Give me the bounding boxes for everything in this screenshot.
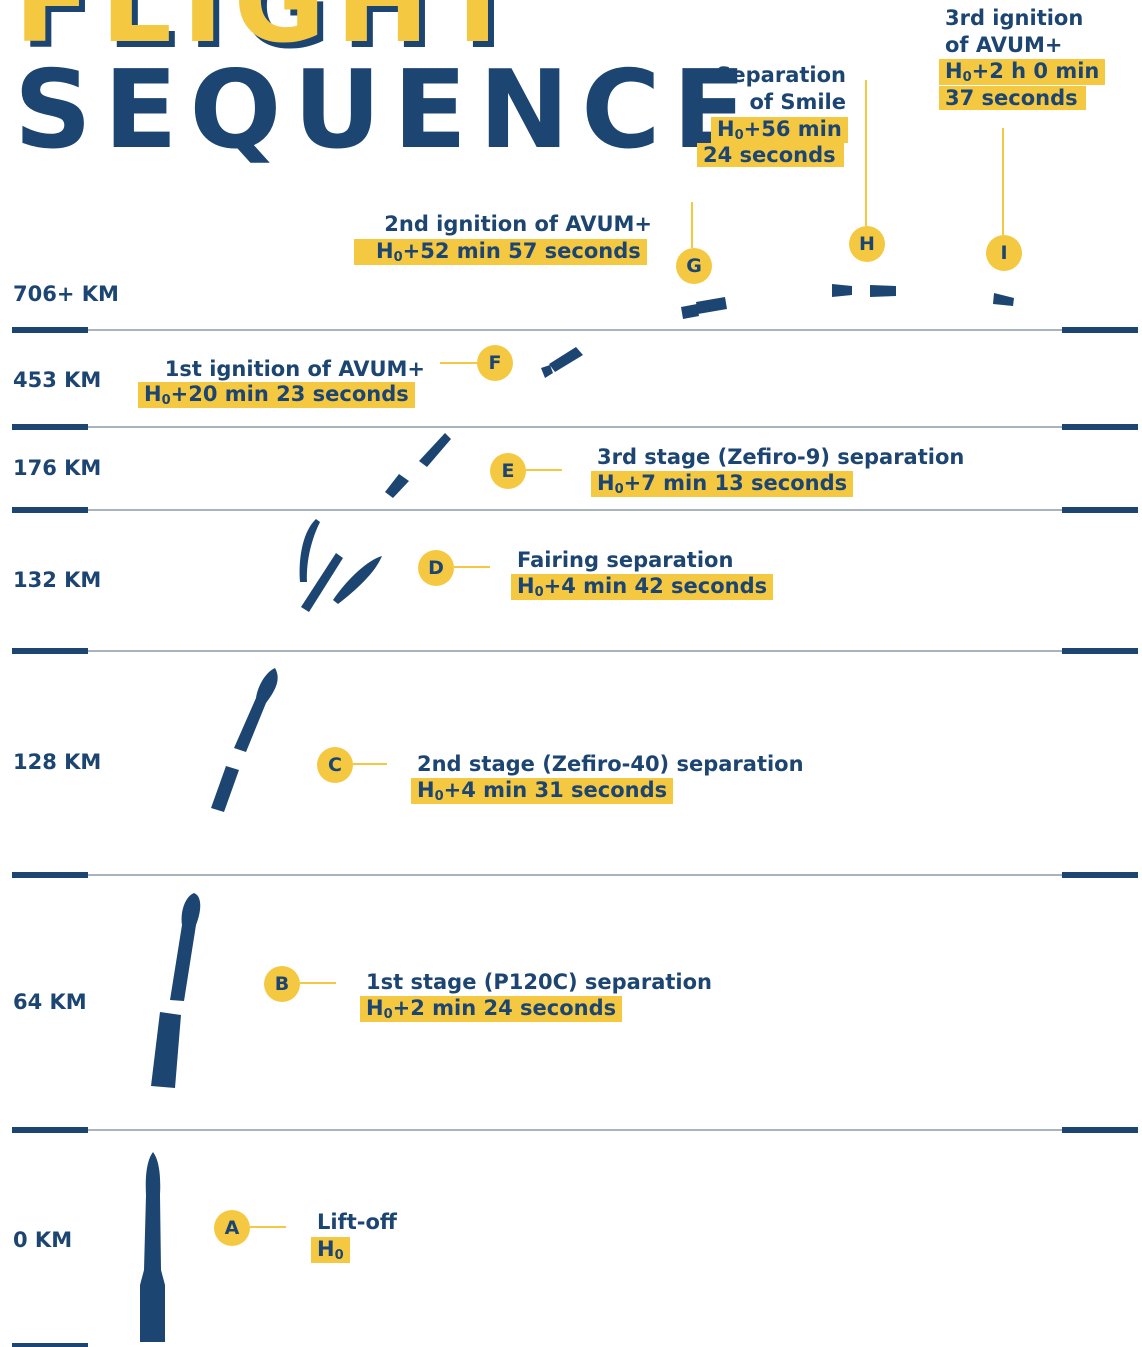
event-badge-c: C — [317, 747, 353, 783]
altitude-tick — [1062, 327, 1138, 333]
altitude-label: 128 KM — [13, 750, 102, 774]
altitude-label: 706+ KM — [13, 282, 119, 306]
event-connector — [1002, 128, 1004, 235]
altitude-line — [13, 1129, 1137, 1131]
event-connector — [300, 982, 336, 984]
altitude-tick — [1062, 507, 1138, 513]
altitude-tick — [12, 1127, 88, 1133]
rocket-stage1-separation-icon — [151, 893, 201, 1088]
event-label-stage2: 2nd stage (Zefiro-40) separation — [417, 752, 804, 776]
event-label-smile-line1: Separation — [716, 63, 846, 87]
event-badge-i: I — [986, 235, 1022, 271]
event-connector — [691, 202, 693, 248]
avum-ignition3-icon — [993, 293, 1014, 306]
rocket-stage2-separation-icon — [211, 668, 278, 812]
event-time-liftoff: H0 — [311, 1237, 350, 1263]
event-label-fairing: Fairing separation — [517, 548, 734, 572]
event-time-avum3: H0+2 h 0 min — [939, 59, 1106, 85]
event-badge-a: A — [214, 1210, 250, 1246]
event-time-stage3: H0+7 min 13 seconds — [591, 471, 854, 497]
event-badge-h: H — [849, 226, 885, 262]
event-time-smile: H0+56 min — [711, 117, 848, 143]
altitude-tick — [12, 327, 88, 333]
event-label-stage3: 3rd stage (Zefiro-9) separation — [597, 445, 965, 469]
event-connector — [454, 566, 490, 568]
altitude-label: 0 KM — [13, 1228, 73, 1252]
event-connector — [526, 469, 562, 471]
event-time-smile-line2: 24 seconds — [697, 143, 844, 167]
event-time-avum1: H0+20 min 23 seconds — [138, 382, 415, 408]
altitude-tick — [1062, 648, 1138, 654]
altitude-line — [13, 509, 1137, 511]
altitude-tick — [12, 1343, 88, 1347]
altitude-label: 64 KM — [13, 990, 87, 1014]
event-label-avum3-line2: of AVUM+ — [945, 33, 1063, 57]
event-badge-g: G — [676, 248, 712, 284]
event-time-fairing: H0+4 min 42 seconds — [511, 574, 774, 600]
event-label-smile-line2: of Smile — [749, 90, 846, 114]
avum-ignition1-icon — [541, 347, 583, 378]
altitude-label: 453 KM — [13, 368, 102, 392]
event-badge-b: B — [264, 966, 300, 1002]
altitude-line — [13, 426, 1137, 428]
event-time-avum2: H0+52 min 57 seconds — [354, 239, 647, 265]
event-time-stage2: H0+4 min 31 seconds — [411, 778, 674, 804]
altitude-label: 132 KM — [13, 568, 102, 592]
altitude-tick — [12, 507, 88, 513]
event-connector — [440, 362, 478, 364]
altitude-tick — [1062, 872, 1138, 878]
altitude-line — [13, 874, 1137, 876]
event-label-stage1: 1st stage (P120C) separation — [366, 970, 712, 994]
event-badge-e: E — [490, 453, 526, 489]
avum-ignition2-icon — [681, 297, 727, 319]
altitude-tick — [1062, 424, 1138, 430]
altitude-tick — [1062, 1127, 1138, 1133]
title-flight: FLIGHT — [14, 0, 526, 68]
event-label-avum2: 2nd ignition of AVUM+ — [384, 212, 652, 236]
rocket-liftoff-icon — [140, 1152, 165, 1342]
title-sequence: SEQUENCE — [14, 48, 759, 173]
altitude-tick — [12, 648, 88, 654]
event-label-avum3-line1: 3rd ignition — [945, 6, 1084, 30]
event-connector — [353, 763, 387, 765]
event-badge-f: F — [477, 345, 513, 381]
altitude-tick — [12, 424, 88, 430]
altitude-label: 176 KM — [13, 456, 102, 480]
event-label-liftoff: Lift-off — [317, 1210, 397, 1234]
event-label-avum1: 1st ignition of AVUM+ — [164, 357, 425, 381]
rocket-fairing-separation-icon — [299, 519, 382, 612]
event-time-avum3-line2: 37 seconds — [939, 86, 1086, 110]
altitude-tick — [12, 872, 88, 878]
event-connector — [865, 80, 867, 226]
event-connector — [250, 1226, 286, 1228]
event-badge-d: D — [418, 550, 454, 586]
smile-separation-icon — [832, 284, 896, 297]
rocket-stage3-separation-icon — [385, 433, 451, 498]
altitude-line — [13, 329, 1137, 331]
altitude-line — [13, 650, 1137, 652]
event-time-stage1: H0+2 min 24 seconds — [360, 996, 623, 1022]
